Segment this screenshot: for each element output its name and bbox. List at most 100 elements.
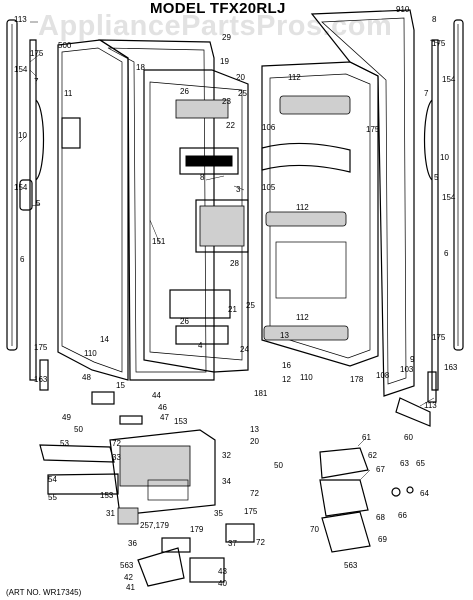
label-61: 61 xyxy=(362,433,371,442)
ice-maker-assembly xyxy=(319,397,431,553)
label-181: 181 xyxy=(254,389,268,398)
label-175-lower: 175 xyxy=(34,343,48,352)
label-154-right: 154 xyxy=(442,75,456,84)
label-72-lower: 72 xyxy=(256,538,265,547)
label-12: 12 xyxy=(282,375,291,384)
label-64: 64 xyxy=(420,489,429,498)
lower-mechanism xyxy=(137,523,255,587)
label-175-right: 175 xyxy=(366,125,380,134)
label-175-bottom: 175 xyxy=(244,507,258,516)
label-44: 44 xyxy=(152,391,161,400)
freezer-door-liner xyxy=(143,69,249,373)
label-178: 178 xyxy=(350,375,364,384)
label-106: 106 xyxy=(262,123,276,132)
label-11: 11 xyxy=(64,89,73,98)
label-14: 14 xyxy=(100,335,109,344)
label-112-mid: 112 xyxy=(296,203,309,212)
fresh-food-door-gasket xyxy=(310,9,415,397)
label-32: 32 xyxy=(222,451,231,460)
label-910: 910 xyxy=(396,5,410,14)
label-103: 103 xyxy=(400,365,414,374)
label-63: 63 xyxy=(400,459,409,468)
callout-labels: 113 175 154 7 10 154 5 6 175 163 500 11 … xyxy=(14,5,458,592)
label-108: 108 xyxy=(376,371,390,380)
label-3: 3 xyxy=(236,185,241,194)
label-53: 53 xyxy=(60,439,69,448)
label-4: 4 xyxy=(198,341,203,350)
label-257179: 257,179 xyxy=(140,521,169,530)
label-62: 62 xyxy=(368,451,377,460)
label-60: 60 xyxy=(404,433,413,442)
label-70: 70 xyxy=(310,525,319,534)
label-22: 22 xyxy=(226,121,235,130)
label-34: 34 xyxy=(222,477,231,486)
label-67: 67 xyxy=(376,465,385,474)
label-35: 35 xyxy=(214,509,223,518)
label-105: 105 xyxy=(262,183,276,192)
fresh-food-door-liner xyxy=(261,61,379,367)
art-number: (ART NO. WR17345) xyxy=(6,588,82,597)
label-50-left: 50 xyxy=(74,425,83,434)
label-36: 36 xyxy=(128,539,137,548)
label-153-top: 153 xyxy=(174,417,188,426)
label-43: 43 xyxy=(218,567,227,576)
label-163: 163 xyxy=(34,375,48,384)
label-31: 31 xyxy=(106,509,115,518)
label-54: 54 xyxy=(48,475,57,484)
label-13-lower: 13 xyxy=(250,425,259,434)
label-175-right-lower: 175 xyxy=(432,333,446,342)
right-handle-assembly xyxy=(423,39,439,403)
label-20-lower: 20 xyxy=(250,437,259,446)
label-24: 24 xyxy=(240,345,249,354)
label-47: 47 xyxy=(160,413,169,422)
label-10-right: 10 xyxy=(440,153,449,162)
label-9: 9 xyxy=(410,355,415,364)
label-33: 33 xyxy=(112,453,121,462)
label-6-right: 6 xyxy=(444,249,449,258)
label-5-right: 5 xyxy=(434,173,439,182)
label-8-right: 8 xyxy=(432,15,437,24)
left-handle-assembly xyxy=(19,39,49,391)
label-72-top: 72 xyxy=(112,439,121,448)
label-20: 20 xyxy=(236,73,245,82)
label-41: 41 xyxy=(126,583,135,592)
label-23: 23 xyxy=(222,97,231,106)
label-112-lower: 112 xyxy=(296,313,309,322)
label-50-right: 50 xyxy=(274,461,283,470)
label-37: 37 xyxy=(228,539,237,548)
label-154-left: 154 xyxy=(14,65,28,74)
label-163-right: 163 xyxy=(444,363,458,372)
label-13: 13 xyxy=(280,331,289,340)
label-154-right-lower: 154 xyxy=(442,193,456,202)
label-19: 19 xyxy=(220,57,229,66)
label-29: 29 xyxy=(222,33,231,42)
label-112-top: 112 xyxy=(288,73,301,82)
freezer-door-gasket xyxy=(97,39,215,381)
label-154-left-lower: 154 xyxy=(14,183,28,192)
label-6-left: 6 xyxy=(20,255,25,264)
label-69: 69 xyxy=(378,535,387,544)
label-28: 28 xyxy=(230,259,239,268)
label-48: 48 xyxy=(82,373,91,382)
label-563-left: 563 xyxy=(120,561,134,570)
label-65: 65 xyxy=(416,459,425,468)
label-40: 40 xyxy=(218,579,227,588)
label-8: 8 xyxy=(200,173,205,182)
label-25-top: 25 xyxy=(238,89,247,98)
label-10-left: 10 xyxy=(18,131,27,140)
leader-lines xyxy=(19,21,441,481)
label-18: 18 xyxy=(136,63,145,72)
left-trim-strip xyxy=(6,19,18,351)
diagram-title: MODEL TFX20RLJ xyxy=(150,0,286,17)
label-500: 500 xyxy=(58,41,72,50)
label-563-right: 563 xyxy=(344,561,358,570)
label-7-right: 7 xyxy=(424,89,429,98)
label-15: 15 xyxy=(116,381,125,390)
label-46: 46 xyxy=(158,403,167,412)
label-66: 66 xyxy=(398,511,407,520)
label-42: 42 xyxy=(124,573,133,582)
label-110: 110 xyxy=(84,349,97,358)
label-55: 55 xyxy=(48,493,57,502)
